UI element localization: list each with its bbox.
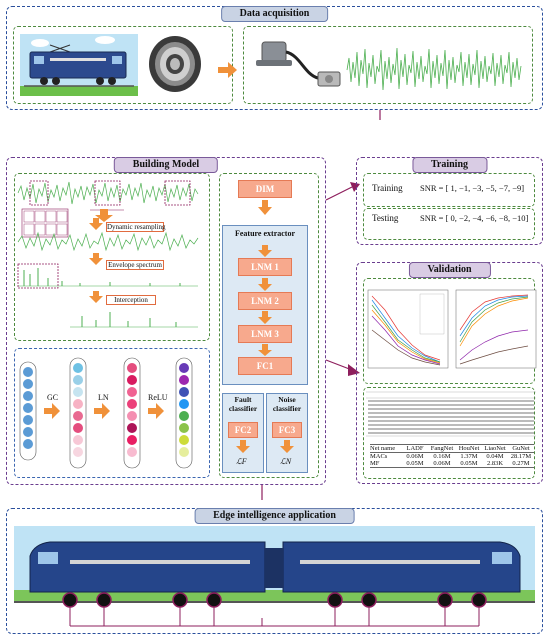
building-model-title: Building Model	[113, 157, 219, 173]
dynamic-resampling-label: Dynamic resampling	[106, 222, 166, 232]
bearing-icon	[149, 36, 201, 92]
fc1-block: FC1	[238, 357, 292, 375]
raw-vibration-signal	[346, 47, 522, 91]
efficiency-cell: 2.83K	[486, 460, 504, 467]
efficiency-cell: 0.06M	[433, 460, 451, 467]
preprocessing-graphics	[17, 180, 199, 328]
efficiency-cell: 0.06M	[406, 453, 424, 460]
training-snr-box	[363, 173, 535, 207]
testing-snr-box	[363, 208, 535, 240]
fc2-block: FC2	[228, 422, 258, 438]
grass	[20, 86, 138, 96]
testing-label: Testing	[372, 213, 399, 223]
training-snr-values: SNR = [ 1, −1, −3, −5, −7, −9]	[420, 183, 525, 193]
edge-intelligence-title: Edge intelligence application	[194, 508, 355, 524]
acquisition-arrow	[218, 62, 237, 78]
results-table-rows	[368, 400, 534, 434]
efficiency-cell: MF	[370, 460, 380, 467]
data-acquisition-title: Data acquisition	[220, 6, 329, 22]
lnm1-block: LNM 1	[238, 258, 292, 276]
accuracy-plot-left	[367, 289, 449, 369]
edge-locomotive-icon	[14, 541, 535, 603]
edge-sensor-links	[69, 607, 480, 627]
gc-label: GC	[47, 393, 59, 402]
efficiency-header: LADF	[406, 445, 424, 452]
testing-snr-values: SNR = [ 0, −2, −4, −6, −8, −10]	[420, 213, 529, 223]
edge-wheels	[62, 592, 487, 608]
efficiency-row: MACs 0.06M 0.16M 1.37M 0.04M 28.17M	[370, 453, 534, 460]
efficiency-cell: 0.05M	[460, 460, 478, 467]
envelope-spectrum-plot	[18, 268, 198, 287]
architecture-box	[219, 173, 319, 478]
efficiency-cell: 0.27M	[512, 460, 530, 467]
relu-feature-column	[175, 357, 193, 469]
training-label: Training	[372, 183, 403, 193]
efficiency-header: HouNet	[458, 445, 480, 452]
efficiency-cell: 0.04M	[486, 453, 504, 460]
edge-intelligence-panel: Edge intelligence application	[6, 508, 543, 634]
preprocessing-box	[14, 173, 210, 341]
results-table	[366, 391, 536, 437]
ln-feature-column	[123, 357, 141, 469]
dim-block: DIM	[238, 180, 292, 198]
data-acquisition-panel: Data acquisition	[6, 6, 543, 110]
lnm3-block: LNM 3	[238, 325, 292, 343]
efficiency-cell: 28.17M	[510, 453, 532, 460]
efficiency-table: Net name LADF FangNet HouNet LiaoNet GuN…	[370, 444, 534, 468]
ln-label: LN	[98, 393, 109, 402]
training-title: Training	[411, 157, 488, 173]
efficiency-header: GuNet	[512, 445, 530, 452]
network-ops-graphics	[19, 357, 193, 469]
efficiency-header: FangNet	[430, 445, 454, 452]
validation-panel: Validation	[356, 262, 543, 484]
efficiency-cell: MACs	[370, 453, 388, 460]
intercepted-spectrum-plot	[70, 312, 198, 328]
accelerometer-sensor-icon	[256, 41, 341, 87]
fault-classifier-title: Fault classifier	[228, 395, 258, 413]
efficiency-header-row: Net name LADF FangNet HouNet LiaoNet GuN…	[370, 444, 534, 453]
relu-arrow	[148, 403, 164, 419]
efficiency-cell: 0.05M	[406, 460, 424, 467]
training-panel: Training	[356, 157, 543, 245]
efficiency-cell: 1.37M	[460, 453, 478, 460]
validation-title: Validation	[408, 262, 491, 278]
efficiency-cell: 0.16M	[433, 453, 451, 460]
building-model-panel: Building Model	[6, 157, 326, 485]
accuracy-plot-right	[455, 289, 537, 369]
gc-feature-column	[69, 357, 87, 469]
relu-label: ReLU	[148, 393, 168, 402]
envelope-spectrum-label: Envelope spectrum	[106, 260, 164, 270]
efficiency-row: MF 0.05M 0.06M 0.05M 2.83K 0.27M	[370, 460, 534, 468]
gc-arrow	[44, 403, 60, 419]
noise-classifier-title: Noise classifier	[272, 395, 302, 413]
frequency-grid	[21, 208, 69, 238]
lnm2-block: LNM 2	[238, 292, 292, 310]
fc3-block: FC3	[272, 422, 302, 438]
input-feature-column	[19, 361, 37, 461]
noise-loss-label: ℒN	[280, 457, 292, 466]
interception-label: Interception	[106, 295, 156, 305]
locomotive-icon	[24, 44, 134, 87]
acquisition-source-box	[13, 26, 233, 104]
efficiency-header: LiaoNet	[484, 445, 506, 452]
data-acquisition-graphics	[20, 34, 522, 120]
cloud-2	[95, 36, 115, 44]
resampled-signal	[17, 231, 199, 252]
acquisition-sensor-box	[243, 26, 533, 104]
feature-extractor-title: Feature extractor	[234, 229, 296, 238]
network-ops-box	[14, 348, 210, 478]
edge-grass	[14, 590, 535, 602]
architecture-arrows	[236, 182, 360, 500]
validation-plots	[366, 289, 537, 437]
validation-tables-box	[363, 387, 535, 479]
ln-arrow	[94, 403, 110, 419]
fault-loss-label: ℒF	[236, 457, 247, 466]
cloud-1	[31, 39, 49, 47]
efficiency-header: Net name	[370, 445, 396, 452]
